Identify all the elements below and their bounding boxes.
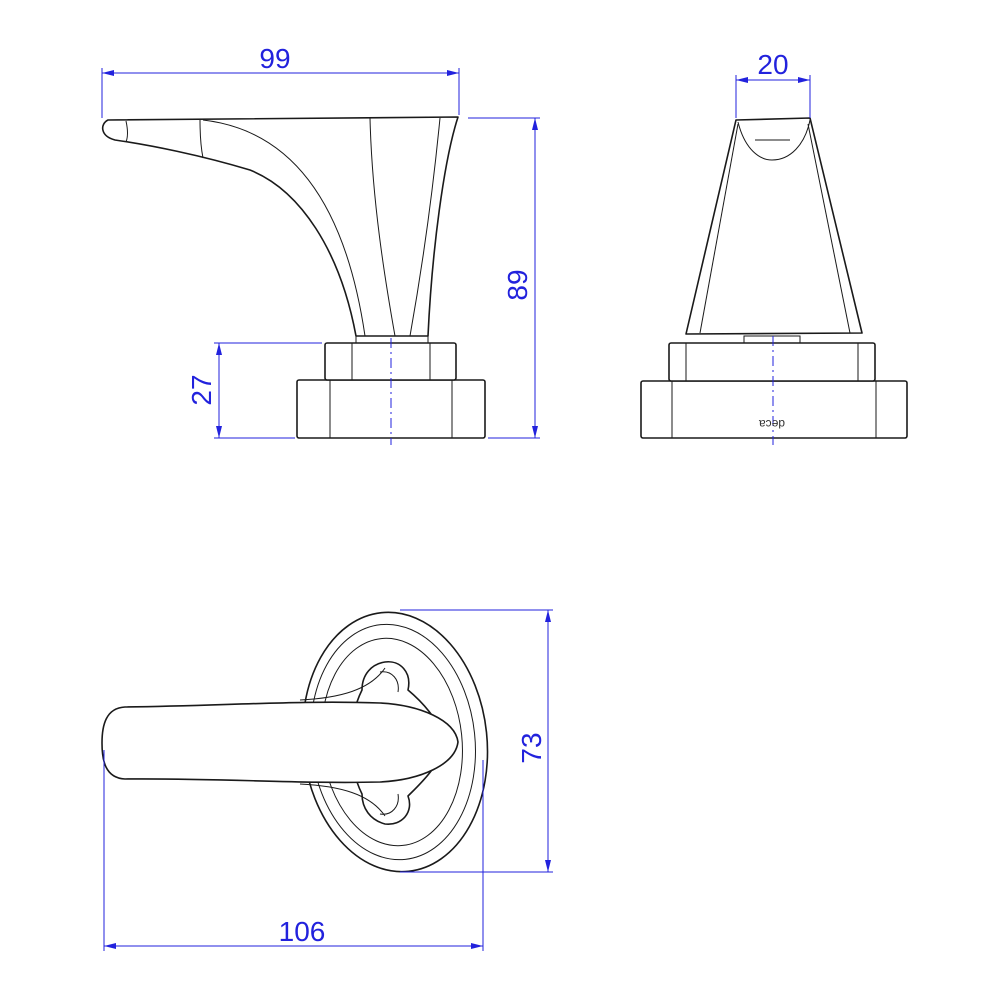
dim-base-height: 27	[186, 374, 217, 405]
front-dimensions: 99 89 27	[101, 43, 540, 439]
side-collar	[668, 342, 876, 382]
top-view	[101, 611, 489, 873]
front-view	[101, 116, 486, 445]
dim-front-height: 89	[502, 269, 533, 300]
front-base-nut	[296, 379, 486, 439]
side-handle	[685, 117, 863, 335]
side-brand-mark: deca	[759, 417, 785, 431]
dim-top-length: 106	[279, 916, 326, 947]
dim-side-width: 20	[757, 49, 788, 80]
front-handle	[101, 116, 459, 337]
side-dimensions: 20	[735, 49, 811, 118]
top-dimensions: 73 106	[103, 609, 553, 951]
side-view: deca	[640, 117, 908, 445]
top-lever	[101, 701, 459, 784]
dim-top-height: 73	[516, 732, 547, 763]
dim-front-width: 99	[259, 43, 290, 74]
